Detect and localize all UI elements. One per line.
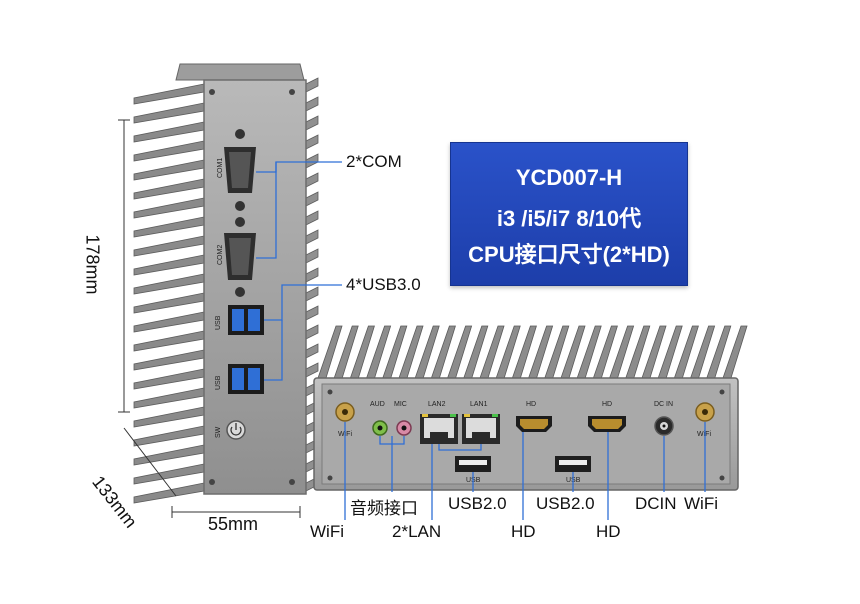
leader-lines [256, 161, 706, 520]
callout-usb30: 4*USB3.0 [346, 275, 421, 294]
wifi-label-right: WiFi [697, 431, 711, 438]
wifi-connector-right [695, 402, 715, 422]
dimension-lines [118, 119, 301, 518]
usb3-pair-bottom [228, 364, 264, 394]
heatsink-fin [133, 235, 205, 257]
callout-wifi-left: WiFi [310, 522, 344, 541]
callout-usb20-a: USB2.0 [448, 494, 507, 513]
heatsink-fin [305, 362, 319, 378]
callout-audio: 音频接口 [350, 499, 418, 518]
heatsink-fin [305, 191, 319, 207]
aud-label: AUD [370, 401, 385, 408]
hd-port-a [516, 416, 552, 432]
lan2-label: LAN2 [428, 401, 446, 408]
heatsink-fin [305, 115, 319, 131]
heatsink-fin [133, 273, 205, 295]
heatsink-fin [305, 229, 319, 245]
front-view-chassis: WiFi WiFi AUD MIC LAN2 LAN1 [313, 325, 748, 491]
dcin-label: DC IN [654, 401, 673, 408]
heatsink-fin [133, 159, 205, 181]
heatsink-fin [305, 172, 319, 188]
model-info-box: YCD007-H i3 /i5/i7 8/10代 CPU接口尺寸(2*HD) [450, 142, 688, 286]
heatsink-fin [133, 330, 205, 352]
heatsink-fin [133, 406, 205, 428]
heatsink-fin [133, 311, 205, 333]
usb2-port-a [455, 456, 491, 472]
side-view-chassis: COM1 COM2 USB USB SW [133, 63, 319, 504]
lan2-port [420, 414, 458, 444]
com1-port [224, 129, 256, 211]
heatsink-fin [133, 387, 205, 409]
heatsink-fin [133, 482, 205, 504]
heatsink-fin [305, 305, 319, 321]
callout-hd-a: HD [511, 522, 536, 541]
sw-label: SW [215, 426, 222, 438]
heatsink-fin [133, 102, 205, 124]
usb3-pair-top [228, 305, 264, 335]
heatsink-fin [305, 343, 319, 359]
hd-port-b [588, 416, 626, 432]
heatsink-fin [305, 267, 319, 283]
dc-in-jack [654, 416, 674, 436]
lan1-label: LAN1 [470, 401, 488, 408]
usb-label-top: USB [215, 315, 222, 330]
hd-label-a: HD [526, 401, 536, 408]
heatsink-fin [133, 83, 205, 105]
heatsink-fin [305, 153, 319, 169]
callout-wifi-right: WiFi [684, 494, 718, 513]
heatsink-fin [133, 368, 205, 390]
heatsink-fin [305, 134, 319, 150]
heatsink-fin [305, 248, 319, 264]
callout-dcin: DCIN [635, 494, 677, 513]
heatsink-fin [133, 463, 205, 485]
usb2-port-b [555, 456, 591, 472]
heatsink-fin [305, 96, 319, 112]
heatsink-fin [133, 197, 205, 219]
com2-port [224, 217, 256, 297]
lan1-port [462, 414, 500, 444]
heatsink-fin [305, 286, 319, 302]
cpu-generation: i3 /i5/i7 8/10代 [496, 206, 642, 231]
heatsink-fin [305, 324, 319, 340]
callout-hd-b: HD [596, 522, 621, 541]
heatsink-fin [133, 140, 205, 162]
heatsink-fin [133, 121, 205, 143]
com2-label: COM2 [217, 245, 224, 265]
model-name: YCD007-H [515, 165, 623, 190]
dimension-width: 55mm [208, 514, 259, 534]
heatsink-fin [133, 292, 205, 314]
power-switch-icon [226, 420, 246, 440]
hd-label-b: HD [602, 401, 612, 408]
com1-label: COM1 [217, 158, 224, 178]
heatsink-fin [133, 349, 205, 371]
front-fins [317, 325, 748, 379]
heatsink-fin [305, 210, 319, 226]
heatsink-fin [305, 77, 319, 93]
callout-usb20-b: USB2.0 [536, 494, 595, 513]
mic-label: MIC [394, 401, 407, 408]
wifi-connector-left [335, 402, 355, 422]
heatsink-fin [133, 425, 205, 447]
dimension-height: 178mm [82, 234, 103, 295]
heatsink-fin [133, 178, 205, 200]
interface-size: CPU接口尺寸(2*HD) [468, 242, 670, 267]
callout-lan: 2*LAN [392, 522, 442, 541]
heatsink-fin [133, 254, 205, 276]
side-fins-left [133, 83, 205, 504]
heatsink-fin [133, 216, 205, 238]
usb-label-bottom: USB [215, 375, 222, 390]
callout-com: 2*COM [346, 152, 402, 171]
